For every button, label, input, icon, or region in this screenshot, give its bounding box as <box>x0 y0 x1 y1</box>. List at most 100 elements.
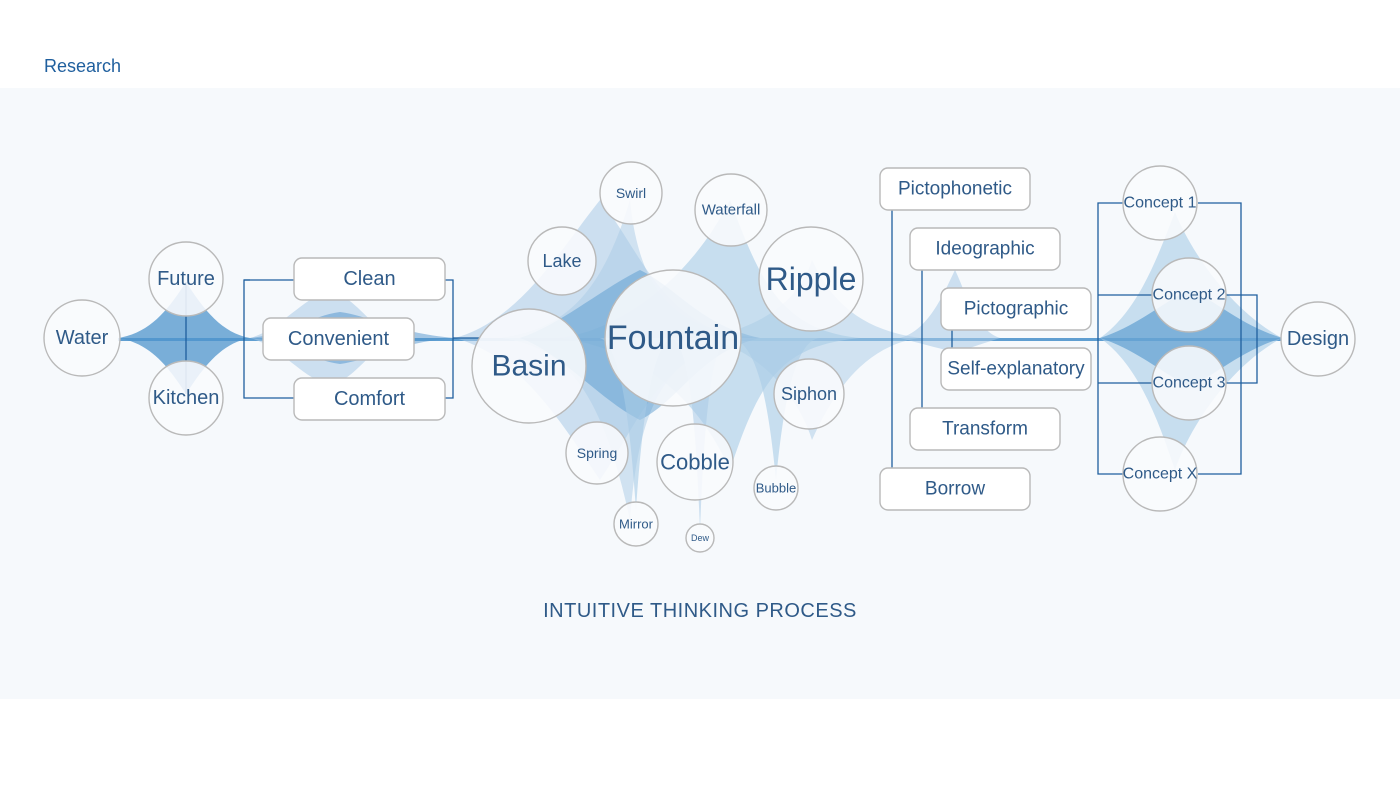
node-circle <box>148 360 224 436</box>
node-design[interactable]: Design <box>1280 301 1356 377</box>
node-label: Fountain <box>607 319 739 357</box>
node-circle <box>604 269 742 407</box>
node-label: Mirror <box>619 517 654 532</box>
node-label: Swirl <box>616 185 646 201</box>
box-frame <box>909 407 1061 451</box>
node-dew[interactable]: Dew <box>685 523 715 553</box>
box-self-explanatory[interactable]: Self-explanatory <box>940 347 1092 391</box>
flow-water-context <box>118 282 250 394</box>
node-cobble[interactable]: Cobble <box>656 423 734 501</box>
flow-assoc-mirror <box>600 338 672 510</box>
node-label: Bubble <box>756 481 796 496</box>
diagram-caption: INTUITIVE THINKING PROCESS <box>543 600 857 622</box>
node-mirror[interactable]: Mirror <box>613 501 659 547</box>
node-circle <box>599 161 663 225</box>
node-bubble[interactable]: Bubble <box>753 465 799 511</box>
connector-concepts-inner-right <box>1226 294 1258 384</box>
box-convenient[interactable]: Convenient <box>262 317 415 361</box>
box-label: Ideographic <box>935 239 1034 260</box>
box-frame <box>293 377 446 421</box>
node-circle <box>1151 257 1227 333</box>
node-concept-1[interactable]: Concept 1 <box>1122 165 1198 241</box>
box-ideographic[interactable]: Ideographic <box>909 227 1061 271</box>
node-label: Spring <box>577 445 617 461</box>
node-label: Basin <box>491 350 566 383</box>
node-circle <box>565 421 629 485</box>
node-fountain[interactable]: Fountain <box>604 269 742 407</box>
node-circle <box>1151 345 1227 421</box>
box-label: Borrow <box>925 479 985 500</box>
node-circle <box>43 299 121 377</box>
node-label: Dew <box>691 533 710 543</box>
flow-concepts-inner <box>1100 290 1282 386</box>
box-pictophonetic[interactable]: Pictophonetic <box>879 167 1031 211</box>
box-frame <box>879 167 1031 211</box>
box-frame <box>293 257 446 301</box>
box-borrow[interactable]: Borrow <box>879 467 1031 511</box>
box-label: Transform <box>942 419 1028 440</box>
node-concept-2[interactable]: Concept 2 <box>1151 257 1227 333</box>
node-circle <box>656 423 734 501</box>
box-frame <box>940 347 1092 391</box>
box-label: Pictophonetic <box>898 179 1012 200</box>
box-label: Pictographic <box>964 299 1069 320</box>
box-clean[interactable]: Clean <box>293 257 446 301</box>
node-ripple[interactable]: Ripple <box>758 226 864 332</box>
node-label: Concept X <box>1123 466 1198 483</box>
node-siphon[interactable]: Siphon <box>773 358 845 430</box>
node-label: Concept 3 <box>1153 375 1226 392</box>
box-frame <box>940 287 1092 331</box>
node-label: Kitchen <box>153 387 220 409</box>
node-label: Concept 1 <box>1124 195 1197 212</box>
box-comfort[interactable]: Comfort <box>293 377 446 421</box>
node-circle <box>773 358 845 430</box>
box-pictographic[interactable]: Pictographic <box>940 287 1092 331</box>
node-swirl[interactable]: Swirl <box>599 161 663 225</box>
box-label: Clean <box>343 268 395 290</box>
connector-needs-right <box>445 279 454 399</box>
box-label: Convenient <box>288 328 390 350</box>
node-circle <box>1122 165 1198 241</box>
node-circle <box>1280 301 1356 377</box>
node-lake[interactable]: Lake <box>527 226 597 296</box>
node-concept-3[interactable]: Concept 3 <box>1151 345 1227 421</box>
node-label: Design <box>1287 328 1349 350</box>
node-spring[interactable]: Spring <box>565 421 629 485</box>
node-label: Cobble <box>660 450 730 475</box>
box-label: Comfort <box>334 388 406 410</box>
node-water[interactable]: Water <box>43 299 121 377</box>
node-kitchen[interactable]: Kitchen <box>148 360 224 436</box>
flow-assoc-bubble <box>730 338 820 480</box>
node-circle <box>685 523 715 553</box>
node-circle <box>613 501 659 547</box>
box-frame <box>879 467 1031 511</box>
node-label: Water <box>56 327 109 349</box>
section-label: Research <box>44 56 122 76</box>
node-circle <box>758 226 864 332</box>
box-label: Self-explanatory <box>947 359 1085 380</box>
node-future[interactable]: Future <box>148 241 224 317</box>
node-label: Future <box>157 268 215 290</box>
connector-concepts-bottom-left <box>1097 338 1124 475</box>
box-transform[interactable]: Transform <box>909 407 1061 451</box>
box-frame <box>909 227 1061 271</box>
node-label: Lake <box>542 251 581 271</box>
box-frame <box>262 317 415 361</box>
flow-assoc-ripple <box>700 260 920 440</box>
node-basin[interactable]: Basin <box>471 308 587 424</box>
node-waterfall[interactable]: Waterfall <box>694 173 768 247</box>
node-label: Siphon <box>781 384 837 404</box>
node-circle <box>471 308 587 424</box>
node-label: Ripple <box>766 261 857 297</box>
node-circle <box>527 226 597 296</box>
node-label: Concept 2 <box>1153 287 1226 304</box>
node-concept-x[interactable]: Concept X <box>1122 436 1198 512</box>
node-circle <box>694 173 768 247</box>
node-circle <box>753 465 799 511</box>
node-circle <box>148 241 224 317</box>
connector-concepts-right <box>1198 202 1242 475</box>
node-label: Waterfall <box>702 202 761 219</box>
node-circle <box>1122 436 1198 512</box>
